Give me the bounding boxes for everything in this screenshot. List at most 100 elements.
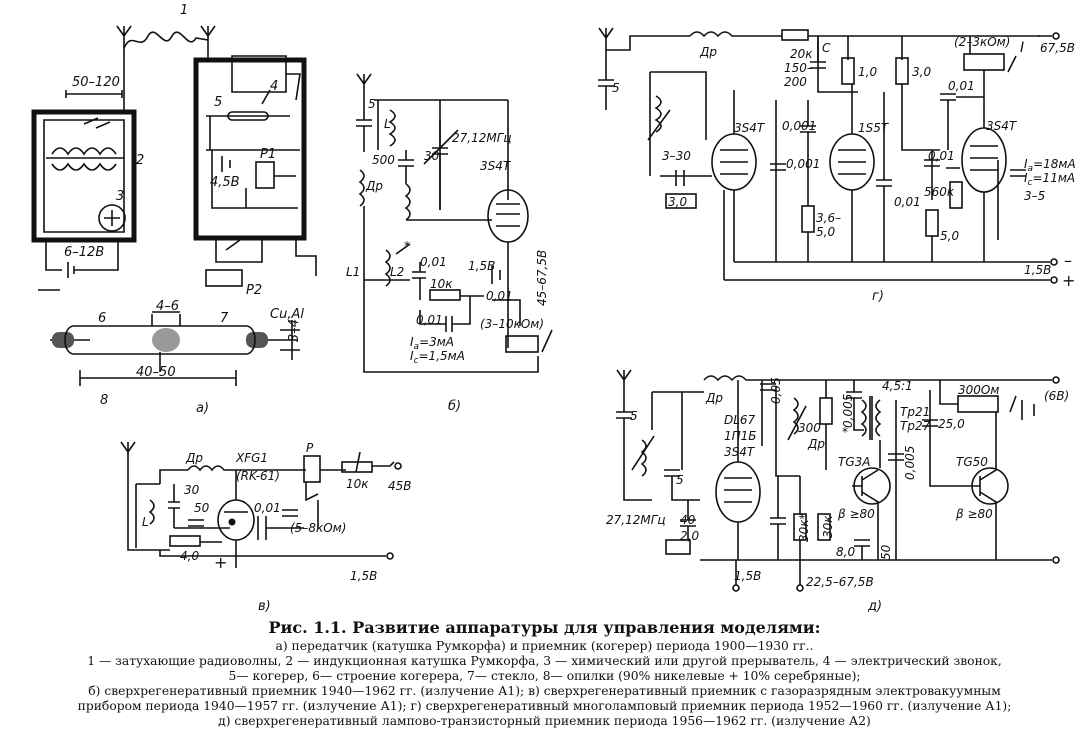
svg-text:50: 50	[879, 544, 893, 560]
svg-text:3,0: 3,0	[912, 65, 931, 79]
svg-text:I: I	[1020, 40, 1024, 56]
circuit-diagram: 1 2 3 4 5 6 7 8 50–120 6–12В 4,5В Р1 Р2 …	[31, 3, 1076, 614]
svg-text:0,001: 0,001	[786, 157, 820, 171]
svg-text:C: C	[822, 41, 831, 55]
svg-text:5: 5	[612, 81, 620, 95]
svg-text:1,5В: 1,5В	[350, 569, 377, 583]
svg-text:0,001: 0,001	[782, 119, 816, 133]
svg-text:0,01: 0,01	[948, 79, 975, 93]
labels-a: 1 2 3 4 5 6 7 8 50–120 6–12В 4,5В Р1 Р2 …	[64, 3, 304, 416]
svg-text:6–12В: 6–12В	[64, 245, 104, 260]
svg-text:25,0: 25,0	[938, 417, 965, 431]
svg-text:4–6: 4–6	[156, 299, 179, 314]
svg-text:500: 500	[372, 153, 395, 167]
svg-text:Ic=11мА: Ic=11мА	[1024, 171, 1075, 188]
svg-text:Тр21: Тр21	[900, 405, 930, 419]
svg-text:8: 8	[100, 393, 108, 408]
svg-text:200: 200	[784, 75, 807, 89]
svg-text:22,5–67,5В: 22,5–67,5В	[806, 575, 874, 589]
svg-text:Др: Др	[185, 451, 203, 465]
svg-text:Р2: Р2	[246, 283, 262, 298]
svg-text:Др: Др	[699, 45, 717, 59]
svg-text:10к: 10к	[430, 277, 453, 291]
svg-text:1,5В: 1,5В	[734, 569, 761, 583]
svg-text:3S4T: 3S4T	[480, 159, 512, 173]
labels-d: 5 Др 20к 150– 200 C 1,0 3,0 (2–3кОм) I 6…	[612, 35, 1076, 304]
svg-text:45–67,5В: 45–67,5В	[535, 250, 549, 306]
svg-text:–: –	[1064, 251, 1072, 270]
svg-text:Др: Др	[807, 437, 825, 451]
svg-text:40–50: 40–50	[136, 365, 176, 380]
svg-text:560к: 560к	[924, 185, 955, 199]
svg-text:30к*: 30к*	[797, 513, 811, 542]
svg-text:1,0: 1,0	[858, 65, 877, 79]
svg-text:L: L	[384, 117, 391, 131]
svg-text:а): а)	[196, 401, 209, 416]
svg-text:д): д)	[867, 599, 882, 614]
svg-text:67,5В: 67,5В	[1040, 41, 1075, 55]
svg-text:30к: 30к	[821, 515, 835, 538]
svg-text:(6В): (6В)	[1044, 389, 1069, 403]
caption-line: 1 — затухающие радиоволны, 2 — индукцион…	[87, 654, 1002, 668]
svg-text:0,01: 0,01	[416, 313, 443, 327]
svg-text:3: 3	[116, 189, 124, 204]
schematic-d	[598, 27, 1060, 284]
svg-text:300Ом: 300Ом	[958, 383, 999, 397]
svg-text:Ia=18мА: Ia=18мА	[1024, 157, 1076, 174]
svg-text:7: 7	[220, 311, 229, 326]
svg-text:Тр27: Тр27	[900, 419, 931, 433]
svg-text:5: 5	[214, 95, 222, 110]
svg-text:б): б)	[448, 399, 461, 414]
svg-text:0,01: 0,01	[928, 149, 955, 163]
caption-line: 5— когерер, 6— строение когерера, 7— сте…	[228, 669, 861, 683]
svg-text:4,0: 4,0	[180, 549, 199, 563]
caption-line: прибором периода 1940—1957 гг. (излучени…	[77, 699, 1012, 713]
svg-text:0,01: 0,01	[254, 501, 281, 515]
svg-text:0,01: 0,01	[894, 195, 921, 209]
svg-text:Др: Др	[705, 391, 723, 405]
svg-text:β ≥80: β ≥80	[837, 507, 875, 521]
svg-text:0,005: 0,005	[903, 446, 917, 480]
svg-text:(RK-61): (RK-61)	[236, 469, 280, 483]
svg-text:ТG3А: ТG3А	[838, 455, 870, 469]
svg-text:2: 2	[136, 153, 144, 168]
schematic-a	[31, 25, 317, 386]
svg-text:1: 1	[180, 3, 188, 18]
svg-text:30: 30	[424, 149, 440, 163]
svg-text:3–5: 3–5	[1024, 189, 1045, 203]
svg-text:45В: 45В	[388, 479, 412, 493]
svg-text:3S4T: 3S4T	[734, 121, 766, 135]
svg-text:1,5В: 1,5В	[468, 259, 495, 273]
svg-text:5,0: 5,0	[816, 225, 835, 239]
caption-line: б) сверхрегенеративный приемник 1940—196…	[88, 684, 1001, 698]
svg-text:4: 4	[270, 79, 278, 94]
svg-text:Р1: Р1	[260, 147, 276, 162]
svg-text:5: 5	[368, 97, 376, 111]
svg-text:3–4: 3–4	[287, 319, 302, 342]
svg-text:Ic=1,5мА: Ic=1,5мА	[410, 349, 465, 366]
svg-text:*: *	[842, 425, 848, 439]
svg-text:6: 6	[98, 311, 106, 326]
svg-text:+: +	[214, 553, 227, 572]
svg-text:50–120: 50–120	[72, 75, 120, 90]
svg-text:150–: 150–	[784, 61, 813, 75]
caption-line: а) передатчик (катушка Румкорфа) и прием…	[275, 639, 814, 653]
svg-text:1П1Б: 1П1Б	[724, 429, 757, 443]
caption-line: д) сверхрегенеративный лампово-транзисто…	[218, 714, 871, 728]
svg-text:4,5:1: 4,5:1	[882, 379, 913, 393]
svg-text:5: 5	[676, 473, 684, 487]
svg-text:4,5В: 4,5В	[210, 175, 240, 190]
svg-text:Ia=3мА: Ia=3мА	[410, 335, 454, 352]
svg-text:3,6–: 3,6–	[816, 211, 841, 225]
caption-title: Рис. 1.1. Развитие аппаратуры для управл…	[268, 618, 821, 637]
svg-text:20к: 20к	[790, 47, 813, 61]
svg-text:3S4T: 3S4T	[986, 119, 1018, 133]
svg-text:8,0: 8,0	[836, 545, 855, 559]
svg-text:г): г)	[872, 289, 884, 304]
svg-text:0,01: 0,01	[486, 289, 513, 303]
svg-text:3S4T: 3S4T	[724, 445, 756, 459]
svg-text:Cu,Al: Cu,Al	[270, 307, 304, 322]
svg-text:DL67: DL67	[724, 413, 756, 427]
svg-text:5: 5	[630, 409, 638, 423]
svg-text:1,5В: 1,5В	[1024, 263, 1051, 277]
